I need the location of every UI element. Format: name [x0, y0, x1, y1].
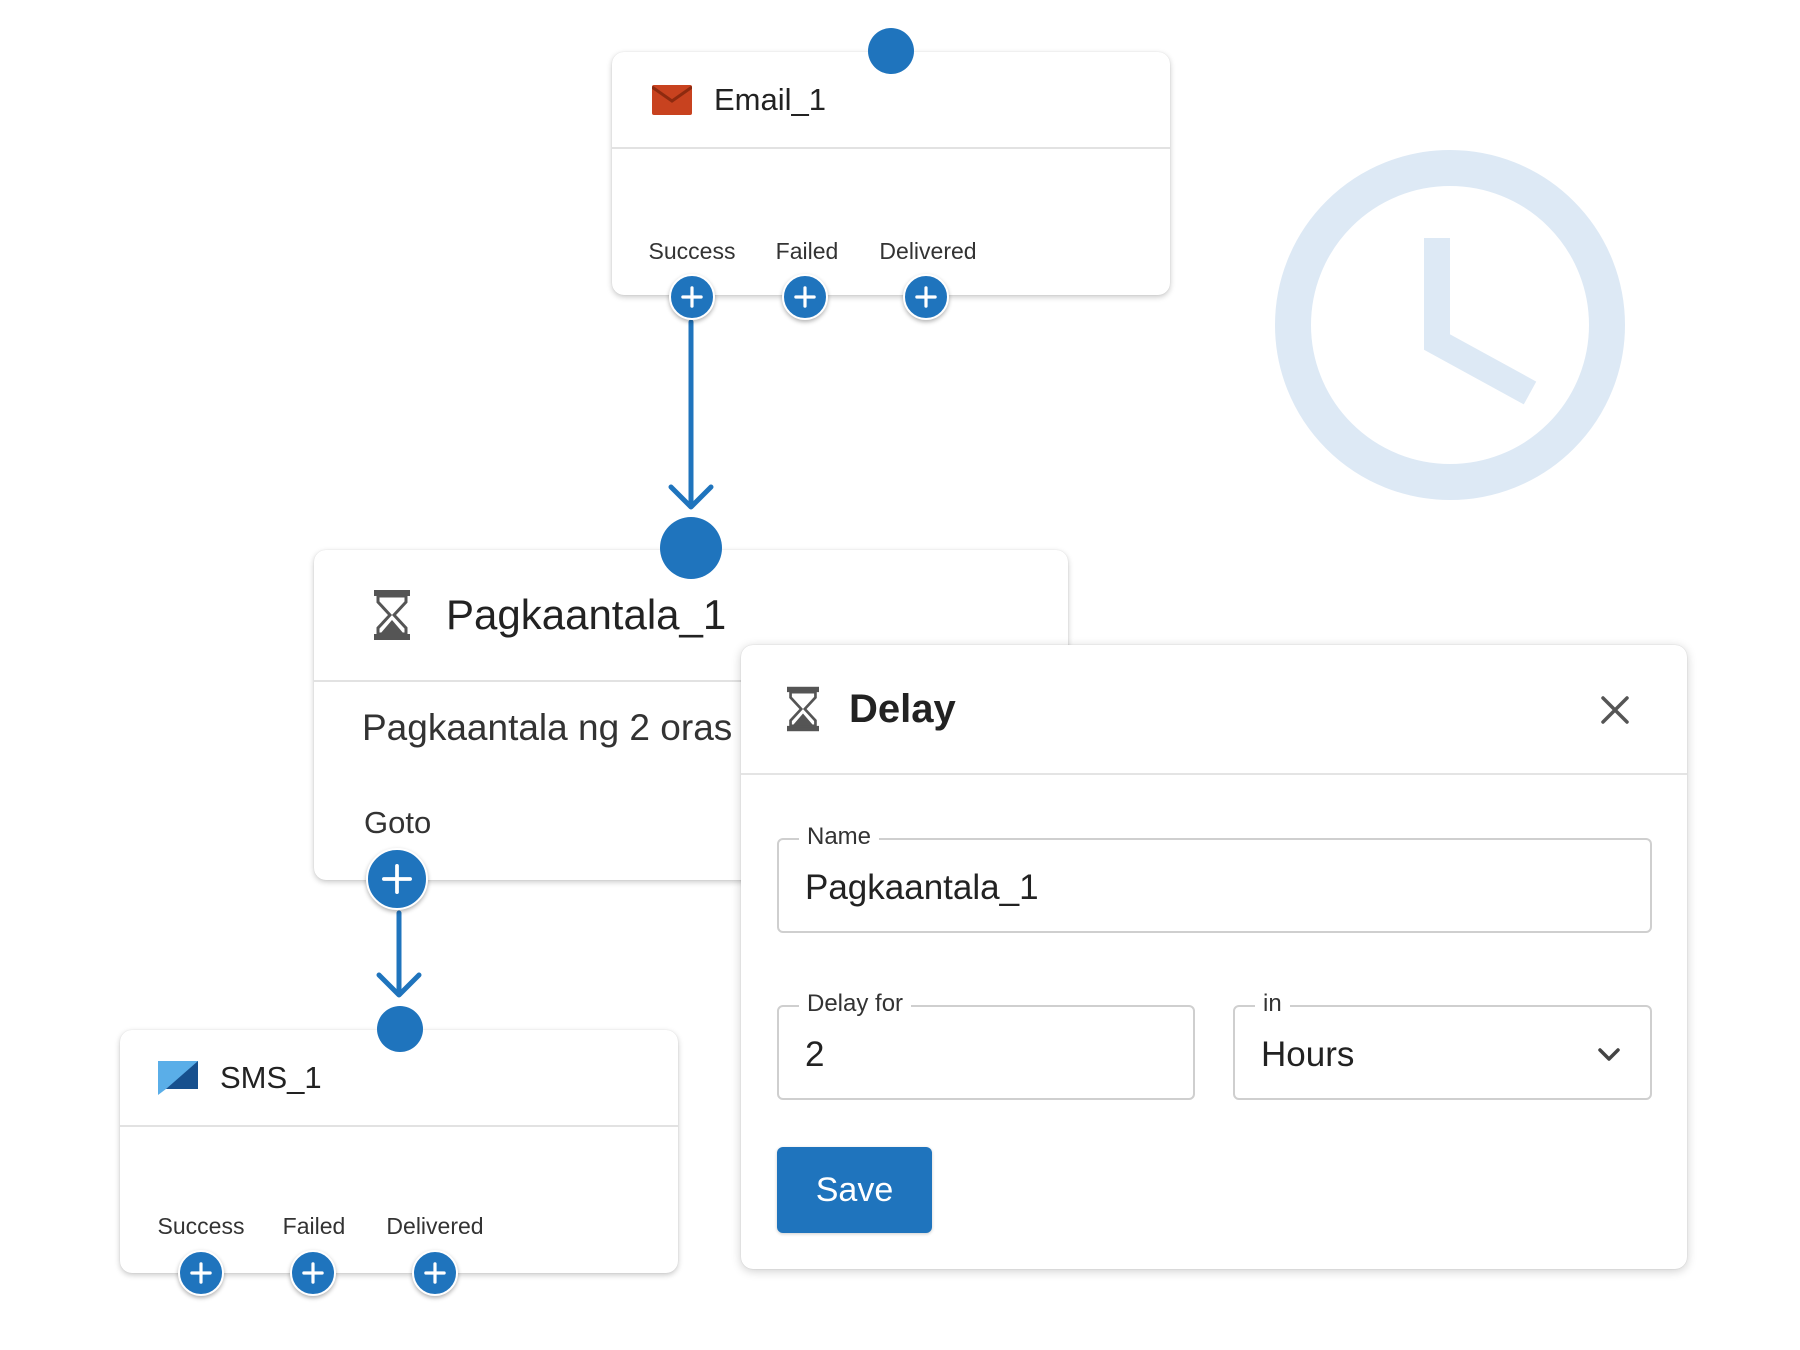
hourglass-icon: [787, 686, 819, 732]
connector-email-to-delay: [668, 319, 714, 510]
name-field-label: Name: [799, 823, 880, 851]
email-node[interactable]: Email_1 Success Failed Delivered: [612, 52, 1170, 295]
sms-node-header: SMS_1: [120, 1030, 678, 1127]
dialog-title: Delay: [849, 686, 956, 731]
delay-node-title: Pagkaantala_1: [446, 591, 727, 638]
email-branch-delivered-label: Delivered: [879, 238, 977, 264]
close-icon[interactable]: [1593, 688, 1637, 732]
sms-branch-failed-label: Failed: [282, 1213, 346, 1239]
plus-icon: [382, 864, 412, 894]
chat-bubble-icon: [158, 1060, 198, 1095]
sms-delivered-add-button[interactable]: [412, 1250, 458, 1296]
envelope-icon: [652, 84, 692, 115]
time-unit-select-label: in: [1255, 990, 1290, 1018]
email-input-port[interactable]: [868, 28, 914, 74]
name-field[interactable]: Name Pagkaantala_1: [777, 823, 1652, 933]
delay-node-description: Pagkaantala ng 2 oras: [362, 707, 733, 748]
plus-icon: [190, 1262, 212, 1284]
email-success-add-button[interactable]: [669, 274, 715, 320]
chevron-down-icon[interactable]: [1594, 1041, 1624, 1067]
plus-icon: [681, 286, 703, 308]
time-unit-select[interactable]: in Hours: [1233, 990, 1652, 1100]
connector-delay-to-sms: [376, 910, 422, 998]
sms-branch-success-label: Success: [157, 1213, 245, 1239]
delay-node-goto-label: Goto: [364, 805, 432, 840]
delay-for-field-value[interactable]: 2: [805, 1035, 825, 1074]
email-node-title: Email_1: [714, 81, 826, 117]
delay-for-field-label: Delay for: [799, 990, 912, 1018]
sms-node-title: SMS_1: [220, 1059, 322, 1095]
dialog-header: Delay: [741, 645, 1687, 775]
sms-failed-add-button[interactable]: [290, 1250, 336, 1296]
time-unit-select-value[interactable]: Hours: [1261, 1035, 1355, 1074]
delay-goto-add-button[interactable]: [366, 848, 428, 910]
email-delivered-add-button[interactable]: [903, 274, 949, 320]
sms-input-port[interactable]: [377, 1006, 423, 1052]
delay-node-header: Pagkaantala_1: [314, 550, 1068, 682]
sms-node[interactable]: SMS_1 Success Failed Delivered: [120, 1030, 678, 1273]
delay-settings-dialog: Delay Name Pagkaantala_1 Delay for 2 in …: [741, 645, 1687, 1269]
delay-input-port[interactable]: [660, 517, 722, 579]
clock-icon: [1275, 150, 1625, 500]
name-field-value[interactable]: Pagkaantala_1: [805, 868, 1039, 907]
plus-icon: [794, 286, 816, 308]
plus-icon: [915, 286, 937, 308]
plus-icon: [302, 1262, 324, 1284]
email-node-header: Email_1: [612, 52, 1170, 149]
sms-branch-delivered-label: Delivered: [386, 1213, 484, 1239]
email-failed-add-button[interactable]: [782, 274, 828, 320]
delay-for-field[interactable]: Delay for 2: [777, 990, 1195, 1100]
sms-success-add-button[interactable]: [178, 1250, 224, 1296]
plus-icon: [424, 1262, 446, 1284]
hourglass-icon: [374, 590, 410, 640]
save-button[interactable]: Save: [777, 1147, 932, 1233]
email-branch-success-label: Success: [648, 238, 736, 264]
email-branch-failed-label: Failed: [775, 238, 839, 264]
